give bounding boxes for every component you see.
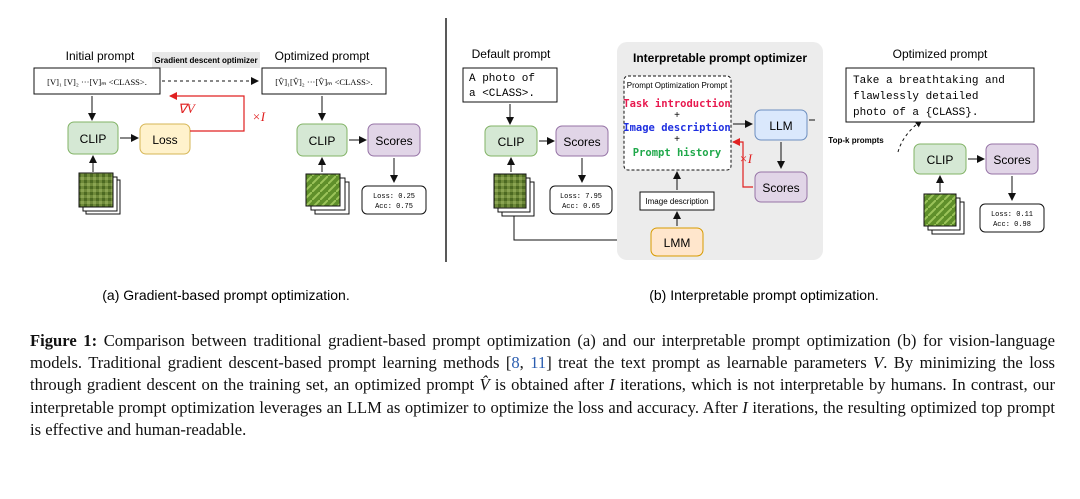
metric4-acc: Acc: 0.98 xyxy=(993,221,1031,229)
right-panel: Default prompt A photo of a <CLASS>. CLI… xyxy=(462,42,1045,303)
optimized-line1: Take a breathtaking and xyxy=(853,75,1005,87)
scores4-label: Scores xyxy=(993,153,1030,167)
initial-prompt-text: [V]₁ [V]₂ ···[V]ₘ <CLASS>. xyxy=(47,77,147,87)
times-i-label-b: ×I xyxy=(739,151,753,166)
subcaption-a: (a) Gradient-based prompt optimization. xyxy=(102,287,349,303)
lmm-label: LMM xyxy=(664,236,691,250)
metric4-loss: Loss: 0.11 xyxy=(991,211,1033,219)
metric3-loss: Loss: 7.95 xyxy=(560,193,602,201)
test-images-stack-b xyxy=(923,193,965,235)
var-vhat: V̂ xyxy=(479,375,490,395)
citation-8[interactable]: 8 xyxy=(511,353,520,373)
default-prompt-box xyxy=(462,67,558,103)
left-panel: Initial prompt Gradient descent optimize… xyxy=(33,49,427,303)
optimized-prompt-b-title: Optimized prompt xyxy=(893,47,988,61)
clip-box xyxy=(67,121,119,155)
plus1: + xyxy=(674,110,680,121)
clip-label: CLIP xyxy=(80,132,107,146)
images-to-lmm-arrow xyxy=(513,216,649,244)
scores-box xyxy=(367,123,421,157)
optimized-prompt-box xyxy=(261,67,387,95)
scores4-box xyxy=(985,143,1039,175)
image-description-box xyxy=(639,191,715,211)
clip2-box xyxy=(296,123,348,157)
optimized-prompt-text: [V̂]₁[V̂]₂ ···[V̂]ₘ <CLASS>. xyxy=(275,76,373,87)
times-i-label: ×I xyxy=(252,109,266,124)
metric3-acc: Acc: 0.65 xyxy=(562,203,600,211)
lmm-box xyxy=(650,227,704,257)
default-prompt-line1: A photo of xyxy=(469,73,535,85)
metrics3-box xyxy=(549,185,613,215)
clip4-box xyxy=(913,143,967,175)
caption-text-5: iterations, which is not interpretable b… xyxy=(30,375,1055,417)
figure-caption: Figure 1: Comparison between traditional… xyxy=(30,330,1055,441)
optimizer-label: Gradient descent optimizer xyxy=(154,56,257,65)
var-v: V xyxy=(873,353,884,373)
topk-label: Top-k prompts xyxy=(828,136,884,145)
nabla-label: ∇V xyxy=(178,101,197,116)
caption-text-4: is obtained after xyxy=(489,375,610,395)
scores-inner-box xyxy=(754,171,808,203)
optimized-prompt-title: Optimized prompt xyxy=(275,49,370,63)
llm-label: LLM xyxy=(769,119,792,133)
default-prompt-title: Default prompt xyxy=(472,47,551,61)
scores3-label: Scores xyxy=(563,135,600,149)
scores3-box xyxy=(555,125,609,157)
optimized-prompt-b-box xyxy=(845,67,1035,123)
image-desc-text: Image description xyxy=(623,122,730,134)
scores-inner-label: Scores xyxy=(762,181,799,195)
initial-prompt-box xyxy=(33,67,161,95)
default-prompt-line2: a <CLASS>. xyxy=(469,88,535,100)
initial-prompt-title: Initial prompt xyxy=(66,49,135,63)
metrics4-box xyxy=(979,203,1045,233)
optimized-line3: photo of a {CLASS}. xyxy=(853,107,978,119)
citation-11[interactable]: 11 xyxy=(530,353,547,373)
subcaption-b: (b) Interpretable prompt optimization. xyxy=(649,287,879,303)
prompt-history: Prompt history xyxy=(633,147,722,159)
plus2: + xyxy=(674,134,680,145)
var-i-1: I xyxy=(609,375,615,395)
caption-sep: , xyxy=(519,353,531,373)
caption-text-2: ] treat the text prompt as learnable par… xyxy=(546,353,874,373)
metrics-box xyxy=(361,185,427,215)
caption-text-6: iterations, the resulting optimized top … xyxy=(30,397,1055,439)
pop-box xyxy=(623,75,732,171)
metric-acc: Acc: 0.75 xyxy=(375,203,413,211)
scores-label: Scores xyxy=(375,134,412,148)
image-description-label: Image description xyxy=(645,197,708,206)
caption-label: Figure 1: xyxy=(30,331,98,350)
clip2-label: CLIP xyxy=(309,134,336,148)
var-i-2: I xyxy=(742,397,748,417)
pop-title: Prompt Optimization Prompt xyxy=(627,81,728,90)
caption-text-3: . By minimizing the loss through gradien… xyxy=(30,353,1056,395)
loss-box xyxy=(139,123,191,155)
optimizer-title: Interpretable prompt optimizer xyxy=(633,51,807,65)
llm-box xyxy=(754,109,808,141)
clip3-label: CLIP xyxy=(498,135,525,149)
training-images-stack xyxy=(78,172,121,215)
optimized-line2: flawlessly detailed xyxy=(853,91,978,103)
task-intro: Task introduction xyxy=(623,98,730,110)
test-images-stack xyxy=(305,173,350,215)
gradient-feedback-arrow xyxy=(169,92,245,132)
metric-loss: Loss: 0.25 xyxy=(373,193,415,201)
caption-text-1: Comparison between traditional gradient-… xyxy=(30,331,1055,373)
figure-diagram: Initial prompt Gradient descent optimize… xyxy=(33,18,1045,303)
train-images-stack-b xyxy=(493,173,535,217)
clip4-label: CLIP xyxy=(927,153,954,167)
optimizer-label-bg xyxy=(152,52,260,68)
clip3-box xyxy=(484,125,538,157)
loss-label: Loss xyxy=(152,133,177,147)
feedback-arrow-b xyxy=(732,138,753,188)
